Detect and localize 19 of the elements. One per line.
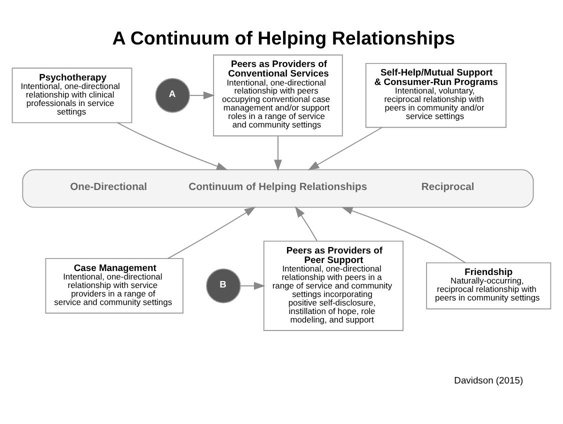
arrow (341, 206, 466, 263)
node-box: Peers as Providers of Peer Support Intentional, one-directional relationship with peers in a range of service and community settings incorporating positive self-disclosure, instillation of hope, role modeling, and support (263, 240, 404, 330)
node-box: Psychotherapy Intentional, one-directional relationship with clinical professionals in service settings (12, 67, 132, 123)
node-circle: A (155, 78, 190, 112)
arrow (240, 281, 266, 290)
node-box: Self-Help/Mutual Support & Consumer-Run Programs Intentional, voluntary, reciprocal relationship with peers in community and/or service settings (365, 62, 506, 128)
arrow (117, 122, 228, 170)
arrow (294, 206, 318, 241)
arrow (274, 135, 282, 171)
diagram-title: A Continuum of Helping Relationships (112, 27, 456, 48)
node-box: Peers as Providers of Conventional Services Intentional, one-directional relationship with peers occupying conventional case management and/or support roles in a range of service and community settings (213, 54, 343, 136)
arrow (189, 90, 215, 99)
arrow (167, 206, 256, 259)
node-circle: B (206, 268, 241, 303)
arrow (308, 126, 382, 170)
node-box: One-Directional Continuum of Helping Relationships Reciprocal (22, 168, 534, 208)
caption: Davidson (2015) (454, 374, 524, 386)
node-box: Case Management Intentional, one-directional relationship with service providers in a range of service and community settings (45, 258, 184, 314)
node-box: Friendship Naturally-occurring, reciprocal relationship with peers in community settings (426, 262, 552, 309)
